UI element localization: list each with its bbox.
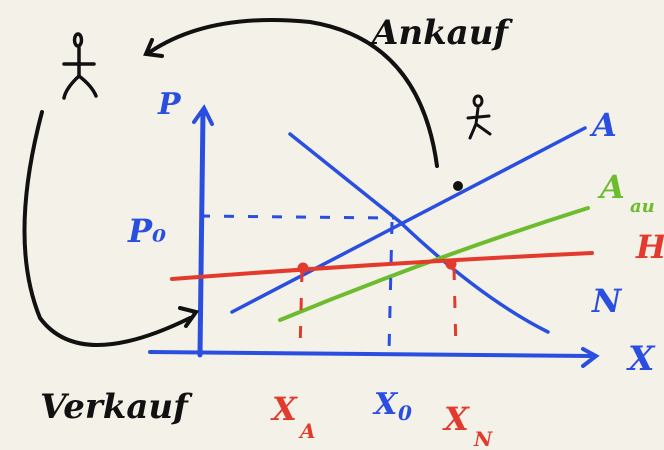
stick-figure-icon xyxy=(62,32,98,100)
p-axis-arrowhead xyxy=(192,104,214,126)
p0-dashed-line xyxy=(199,214,396,220)
p-axis-label: P xyxy=(157,87,182,122)
x0-subscript: 0 xyxy=(398,401,412,425)
demand-curve-n xyxy=(288,132,550,334)
supply-point xyxy=(453,181,463,191)
supply-abroad-label: A xyxy=(597,168,625,206)
x0-label: X xyxy=(372,387,399,422)
xn-label: X xyxy=(442,400,470,438)
supply-label: A xyxy=(589,106,617,144)
x0-dashed-line xyxy=(387,221,394,353)
demand-label: N xyxy=(591,282,623,320)
sell-label: Verkauf xyxy=(40,387,193,427)
xa-label: X xyxy=(270,390,298,428)
buy-label: Ankauf xyxy=(369,13,513,53)
xn-dashed-line xyxy=(452,267,458,353)
xa-subscript: A xyxy=(298,419,316,443)
x-axis-arrowhead xyxy=(581,347,600,368)
buy-arrow-head xyxy=(143,38,164,58)
buy-arrow xyxy=(148,18,439,168)
x-axis xyxy=(148,350,592,358)
world-price-line-h xyxy=(170,251,594,281)
stick-figure-icon xyxy=(466,94,492,140)
sell-arrow xyxy=(22,110,192,347)
x-axis-label: X xyxy=(626,339,656,379)
sell-arrow-head xyxy=(178,306,200,328)
xn-subscript: N xyxy=(473,427,493,450)
intersection-demand-price xyxy=(445,258,457,270)
supply-curve-a xyxy=(230,126,587,314)
intersection-supply-price xyxy=(297,262,309,274)
world-price-label: H xyxy=(635,228,664,266)
supply-abroad-subscript: au xyxy=(630,196,655,217)
p0-label: P₀ xyxy=(127,212,166,250)
p-axis xyxy=(197,109,206,358)
